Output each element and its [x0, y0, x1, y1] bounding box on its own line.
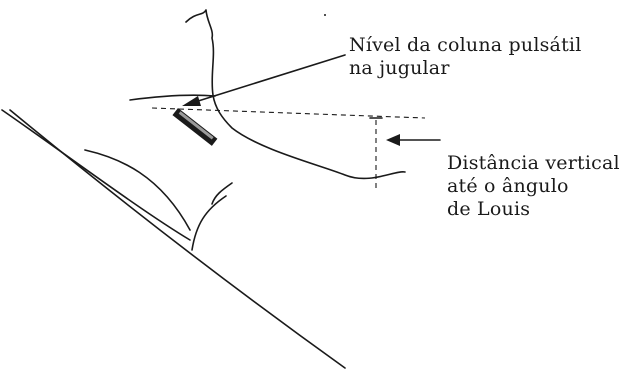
- jugular-level-line-2: na jugular: [349, 57, 581, 80]
- arrow-vertical: [386, 134, 440, 146]
- neck-crease: [85, 150, 190, 230]
- body-outline-diagonal: [10, 110, 345, 368]
- jugular-level-label: Nível da coluna pulsátil na jugular: [349, 34, 581, 80]
- clavicle-line: [192, 196, 226, 250]
- vertical-distance-label: Distância vertical até o ângulo de Louis: [447, 152, 620, 221]
- vertical-distance-line-3: de Louis: [447, 198, 620, 221]
- vertical-distance-line-2: até o ângulo: [447, 175, 620, 198]
- arrow-jugular: [182, 55, 345, 106]
- ruler: [172, 108, 217, 146]
- vertical-distance-line-1: Distância vertical: [447, 152, 620, 175]
- body-outline-diagonal-inner: [2, 110, 190, 240]
- jugular-level-line-1: Nível da coluna pulsátil: [349, 34, 581, 57]
- sternocleido-line: [212, 183, 232, 204]
- horizontal-reference-line: [152, 108, 425, 118]
